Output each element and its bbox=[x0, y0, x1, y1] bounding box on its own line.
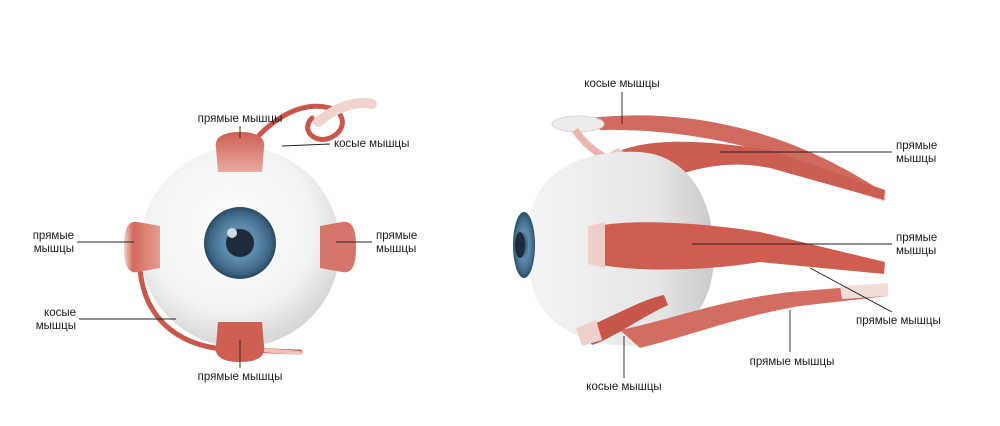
front-medial-rectus-muscle bbox=[124, 221, 160, 273]
side-inferior-rectus-tendon-end bbox=[840, 283, 888, 299]
label-side-mid-line2: мышцы bbox=[896, 245, 937, 257]
label-side-lower-right: прямые мышцы bbox=[856, 315, 941, 327]
label-front-left-line1: прямые bbox=[32, 230, 74, 242]
side-eye bbox=[513, 115, 888, 348]
front-lateral-rectus-muscle bbox=[320, 221, 356, 273]
label-side-oblique-bottom: косые мышцы bbox=[586, 381, 662, 393]
label-side-upper-line1: прямые bbox=[896, 140, 938, 152]
label-side-mid-line1: прямые bbox=[896, 232, 938, 244]
label-side-upper-line2: мышцы bbox=[896, 153, 937, 165]
side-superior-rectus-muscle bbox=[600, 141, 885, 200]
label-front-oblique-left: косые мышцы bbox=[20, 307, 76, 333]
label-front-bottom: прямые мышцы bbox=[197, 371, 283, 383]
front-iris-highlight bbox=[227, 228, 237, 238]
label-side-upper: прямые мышцы bbox=[896, 140, 937, 166]
label-front-right: прямые мышцы bbox=[376, 230, 417, 256]
side-superior-oblique-muscle bbox=[590, 115, 886, 200]
label-front-left: прямые мышцы bbox=[20, 230, 74, 256]
side-inferior-oblique-muscle bbox=[580, 295, 668, 345]
label-front-right-line1: прямые bbox=[376, 230, 418, 242]
front-trochlea-tendon bbox=[313, 98, 377, 127]
label-front-oblique-left-line1: косые bbox=[44, 307, 76, 319]
label-front-top: прямые мышцы bbox=[197, 113, 283, 125]
side-pupil bbox=[515, 232, 525, 258]
side-lateral-rectus-insertion bbox=[588, 222, 605, 268]
leader-side-lower-right bbox=[809, 267, 893, 313]
front-inferior-oblique-tendon bbox=[260, 348, 302, 355]
label-front-left-line2: мышцы bbox=[33, 243, 74, 255]
side-inferior-rectus-muscle bbox=[620, 284, 888, 348]
label-side-oblique-top: косые мышцы bbox=[584, 78, 660, 90]
leader-front-oblique-right bbox=[281, 143, 331, 147]
label-front-right-line2: мышцы bbox=[376, 243, 417, 255]
side-inferior-oblique-tendon bbox=[576, 320, 602, 346]
side-lateral-rectus-muscle bbox=[590, 222, 885, 274]
front-eye bbox=[124, 98, 377, 362]
label-side-bottom: прямые мышцы bbox=[749, 356, 835, 368]
label-front-oblique-right: косые мышцы bbox=[334, 138, 410, 150]
label-side-mid: прямые мышцы bbox=[896, 232, 937, 258]
front-superior-oblique-muscle bbox=[245, 103, 345, 151]
front-superior-rectus-muscle bbox=[215, 132, 265, 172]
label-front-oblique-left-line2: мышцы bbox=[35, 320, 76, 332]
